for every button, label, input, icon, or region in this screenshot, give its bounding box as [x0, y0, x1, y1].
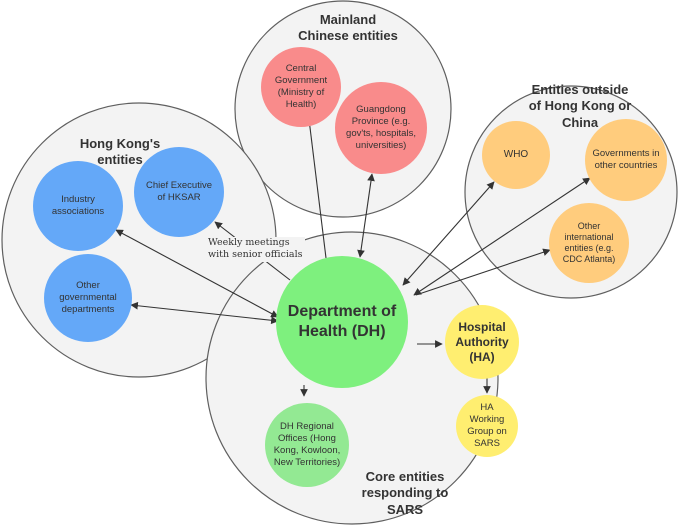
label-guangdong: Guangdong Province (e.g. gov'ts, hospita…	[346, 104, 416, 151]
arrow-doh-otherdepts	[130, 301, 279, 325]
annotation-weekly-meetings: Weekly meetings with senior officials	[206, 237, 305, 262]
label-ha: Hospital Authority (HA)	[455, 319, 509, 364]
label-dh-regional: DH Regional Offices (Hong Kong, Kowloon,…	[273, 421, 341, 468]
node-ha	[445, 305, 519, 379]
label-who: WHO	[503, 148, 529, 160]
label-intl: Other international entities (e.g. CDC A…	[562, 220, 616, 265]
label-other-depts: Other governmental departments	[59, 280, 117, 315]
arrow-doh-intl	[415, 248, 551, 296]
arrow-doh-central	[304, 102, 327, 259]
label-ha-wg: HA Working Group on SARS	[467, 402, 507, 449]
group-title-hongkong: Hong Kong's entities	[79, 136, 161, 168]
group-title-mainland: Mainland Chinese entities	[298, 12, 398, 44]
node-other-depts	[44, 254, 132, 342]
node-industry	[33, 161, 123, 251]
node-central-gov	[261, 47, 341, 127]
group-title-core: Core entities responding to SARS	[361, 469, 449, 517]
arrow-doh-othergovs	[413, 177, 591, 296]
label-central-gov: Central Government (Ministry of Health)	[274, 63, 328, 110]
node-dh-regional	[265, 403, 349, 487]
label-chief-exec: Chief Executive of HKSAR	[145, 180, 212, 203]
label-doh: Department of Health (DH)	[287, 303, 397, 340]
node-ha-wg	[456, 395, 518, 457]
node-who	[482, 121, 550, 189]
arrow-doh-guangdong	[357, 173, 375, 258]
node-doh	[276, 256, 408, 388]
node-other-govs	[585, 119, 667, 201]
label-other-govs: Governments in other countries	[592, 148, 660, 171]
node-guangdong	[335, 82, 427, 174]
node-chief-exec	[134, 147, 224, 237]
node-intl	[549, 203, 629, 283]
label-industry: Industry associations	[51, 194, 105, 217]
group-title-outside: Entities outside of Hong Kong or China	[528, 82, 632, 130]
